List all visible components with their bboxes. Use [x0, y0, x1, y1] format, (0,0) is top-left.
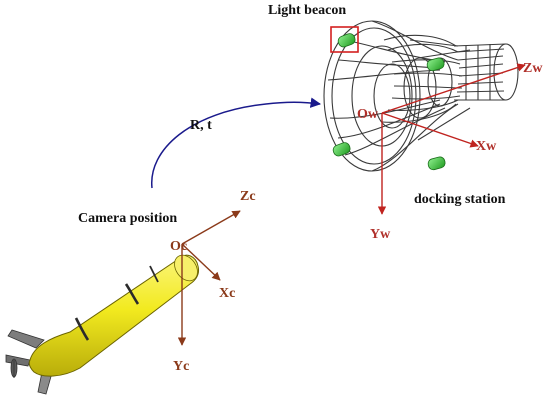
docking-station-label: docking station [414, 192, 506, 207]
camera-x-label: Xc [219, 286, 235, 301]
transform-arrow [151, 97, 322, 189]
beacon-bottom-right [427, 156, 446, 171]
light-beacon-label: Light beacon [268, 3, 346, 18]
beacon-highlight-box [330, 26, 359, 53]
station-tail [453, 43, 519, 101]
transform-label: R, t [190, 118, 212, 133]
camera-y-label: Yc [173, 359, 189, 374]
world-x-axis [381, 112, 479, 148]
station-struts [409, 39, 471, 141]
world-x-label: Xw [476, 139, 497, 154]
camera-frame [177, 210, 241, 346]
world-z-label: Zw [523, 61, 543, 76]
auv-bands [74, 265, 159, 341]
auv-vehicle [5, 254, 199, 395]
station-mouth [323, 20, 459, 172]
beacon-bottom-left [332, 142, 351, 157]
camera-position-label: Camera position [78, 211, 177, 226]
world-y-label: Yw [370, 227, 391, 242]
beacon-top-right [426, 57, 445, 72]
camera-z-axis [181, 210, 241, 245]
world-frame [377, 63, 526, 215]
world-origin-label: Ow [357, 107, 379, 122]
camera-origin-label: Oc [170, 239, 187, 254]
auv-hull [28, 254, 199, 377]
world-z-axis [381, 63, 526, 114]
light-beacons [330, 26, 446, 171]
beacon-top-left [337, 33, 356, 48]
camera-x-axis [181, 243, 221, 281]
docking-station [323, 20, 519, 172]
camera-z-label: Zc [240, 189, 256, 204]
